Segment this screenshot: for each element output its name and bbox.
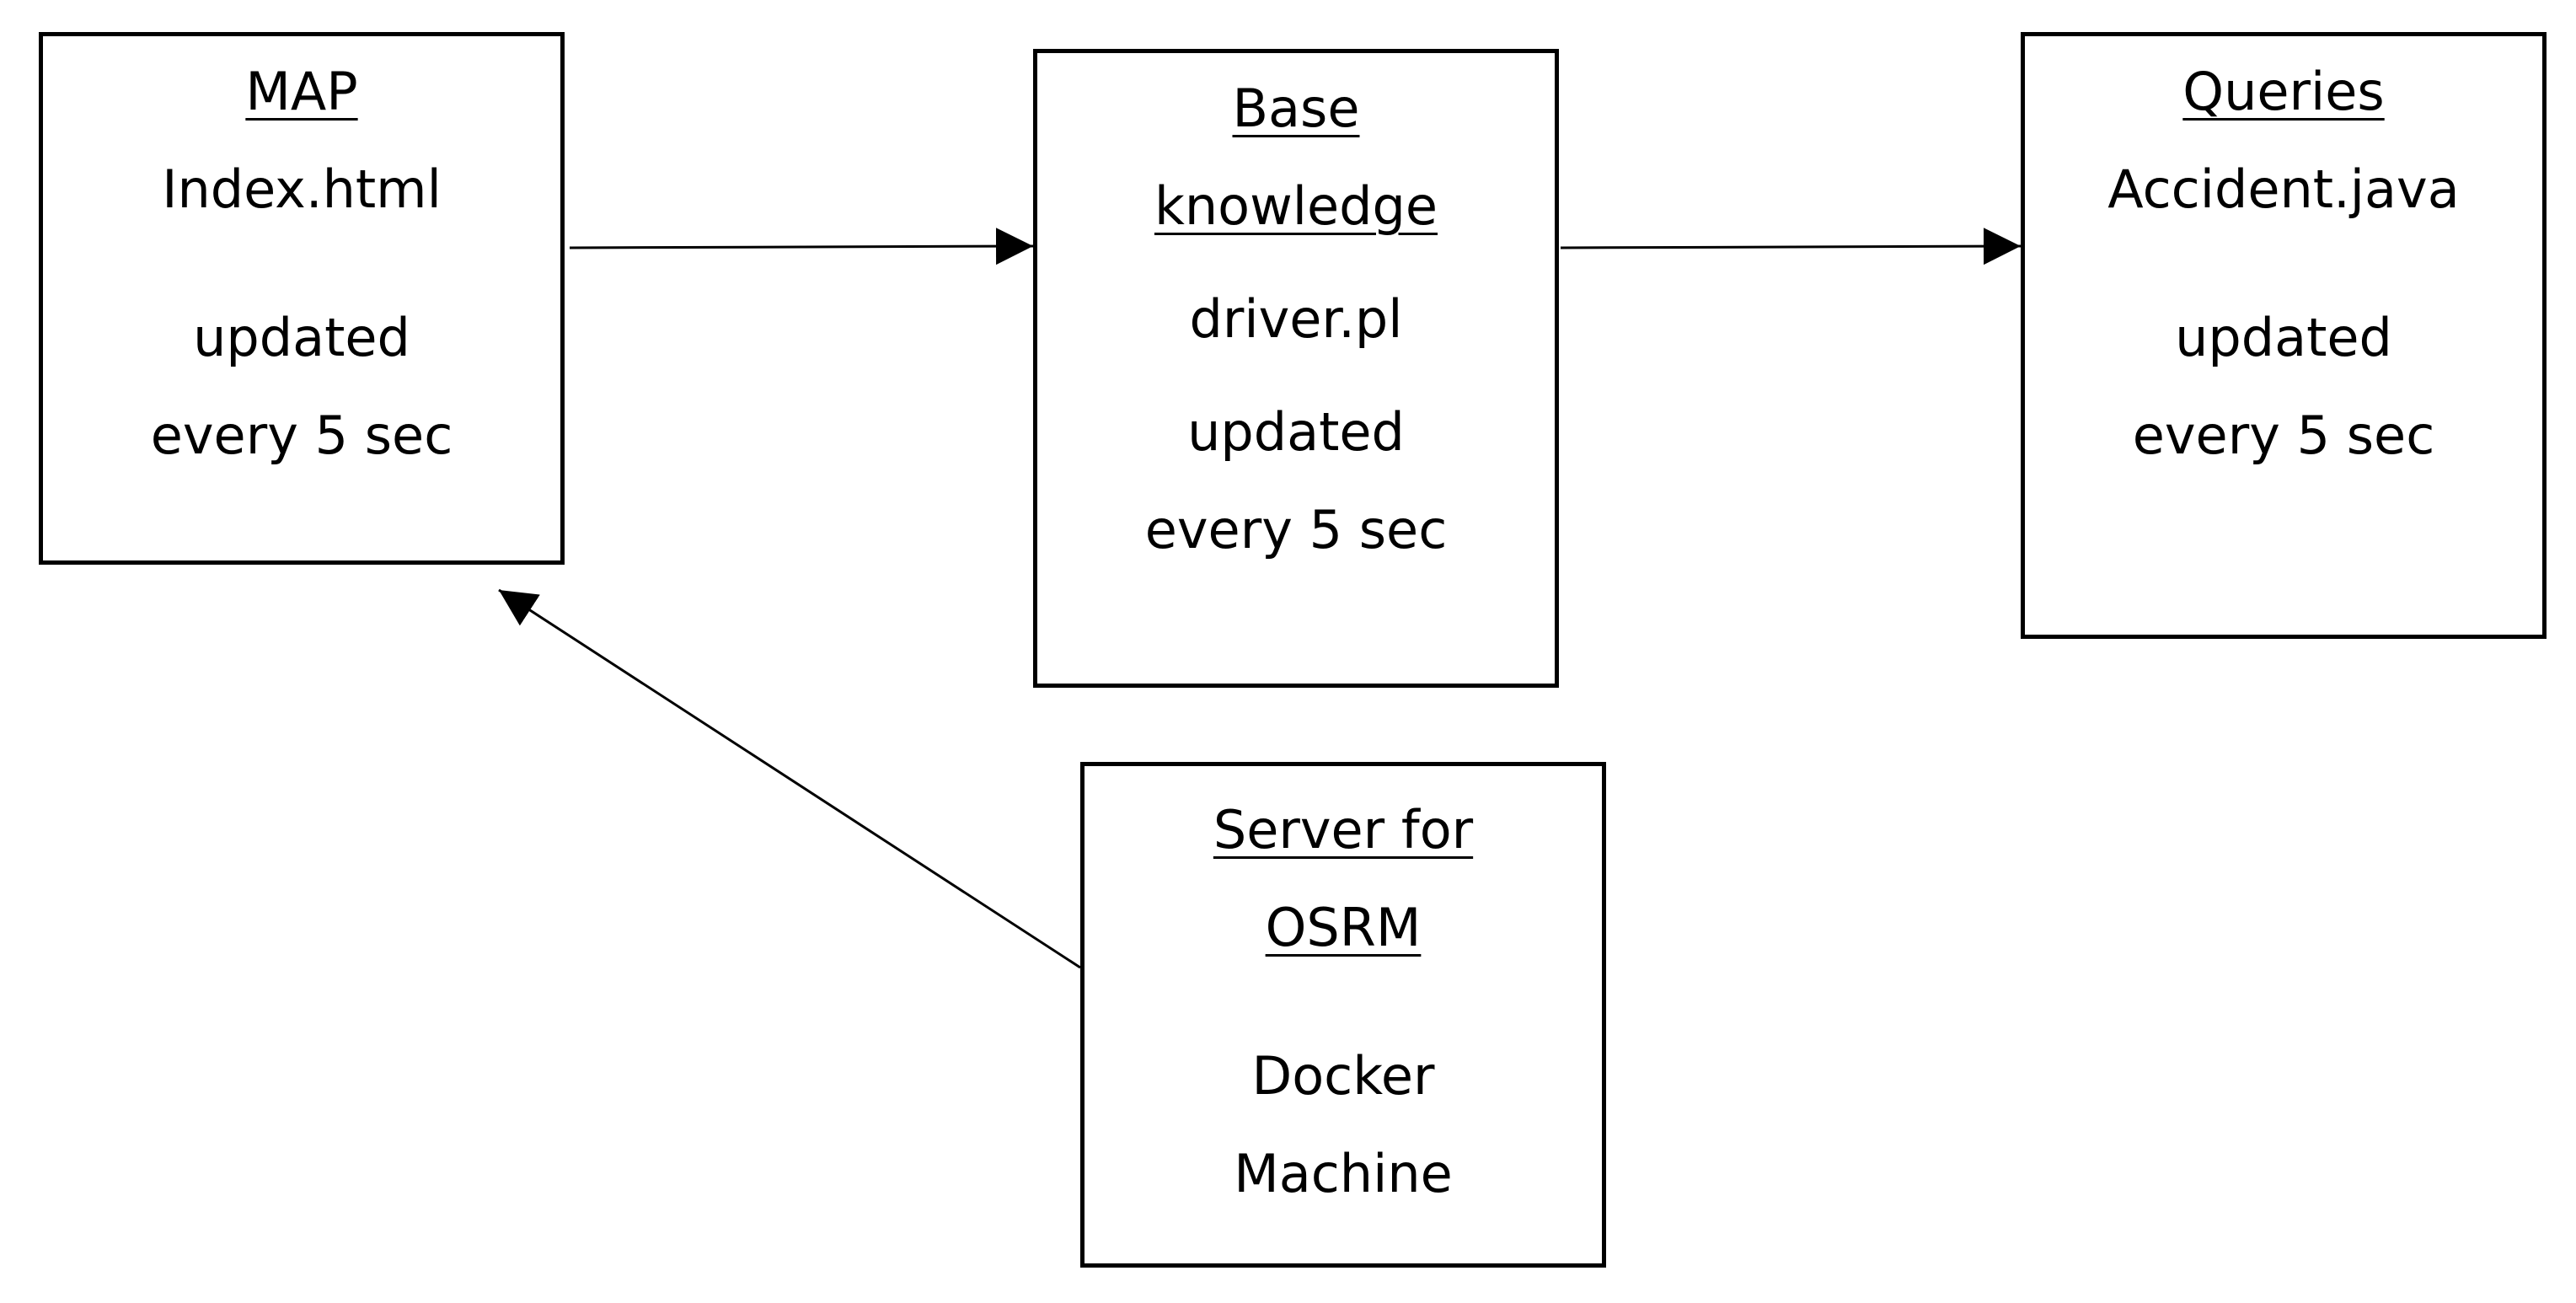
base-note-line1: updated — [1187, 401, 1405, 463]
server-detail-line2: Machine — [1234, 1143, 1453, 1204]
server-title-line2: OSRM — [1265, 897, 1422, 958]
queries-file: Accident.java — [2107, 158, 2460, 220]
queries-note-line1: updated — [2175, 307, 2392, 368]
queries-box: Queries Accident.java updated every 5 se… — [2021, 32, 2547, 639]
base-title-line1: Base — [1232, 78, 1360, 139]
base-knowledge-box: Base knowledge driver.pl updated every 5… — [1033, 49, 1559, 688]
arrow-map-to-base — [569, 228, 1034, 265]
map-title: MAP — [245, 61, 358, 122]
base-file: driver.pl — [1189, 288, 1403, 350]
server-title-line1: Server for — [1213, 799, 1474, 861]
base-title-line2: knowledge — [1154, 175, 1438, 237]
map-note-line2: every 5 sec — [150, 405, 453, 466]
arrow-base-to-queries — [1560, 228, 2022, 265]
map-file: Index.html — [162, 158, 442, 220]
queries-note-line2: every 5 sec — [2132, 405, 2435, 466]
queries-title: Queries — [2182, 61, 2385, 122]
arrow-server-to-map — [498, 588, 1081, 969]
base-note-line2: every 5 sec — [1144, 499, 1448, 560]
map-note-line1: updated — [193, 307, 410, 368]
map-box: MAP Index.html updated every 5 sec — [39, 32, 565, 565]
server-osrm-box: Server for OSRM Docker Machine — [1080, 762, 1606, 1268]
server-detail-line1: Docker — [1251, 1045, 1435, 1107]
